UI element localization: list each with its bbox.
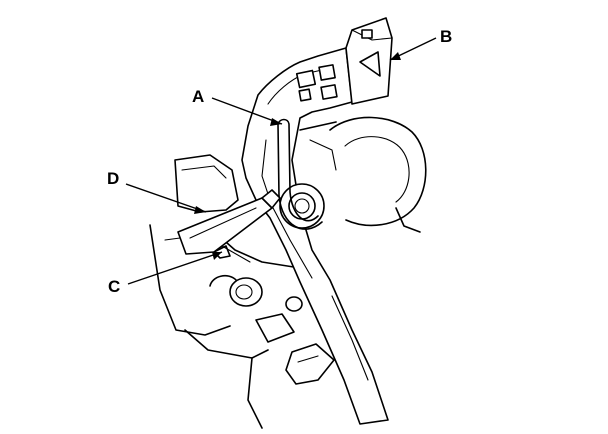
leader-lines (125, 37, 437, 285)
callout-b: B (440, 27, 452, 46)
callout-a: A (192, 87, 204, 106)
lower-components (209, 274, 335, 385)
bracket-b (345, 17, 393, 105)
arrowhead-d (194, 206, 206, 214)
leader-c (127, 251, 223, 285)
callout-d: D (107, 169, 119, 188)
pedal-arm (241, 47, 389, 425)
tool-d (177, 189, 281, 259)
arrowhead-a (270, 118, 282, 126)
leader-d (125, 183, 207, 213)
arrowhead-c (212, 252, 222, 260)
pivot-bushing (279, 183, 325, 229)
callout-c: C (108, 277, 120, 296)
leader-a (211, 97, 283, 125)
arrowhead-b (390, 52, 401, 60)
round-housing (299, 116, 427, 233)
